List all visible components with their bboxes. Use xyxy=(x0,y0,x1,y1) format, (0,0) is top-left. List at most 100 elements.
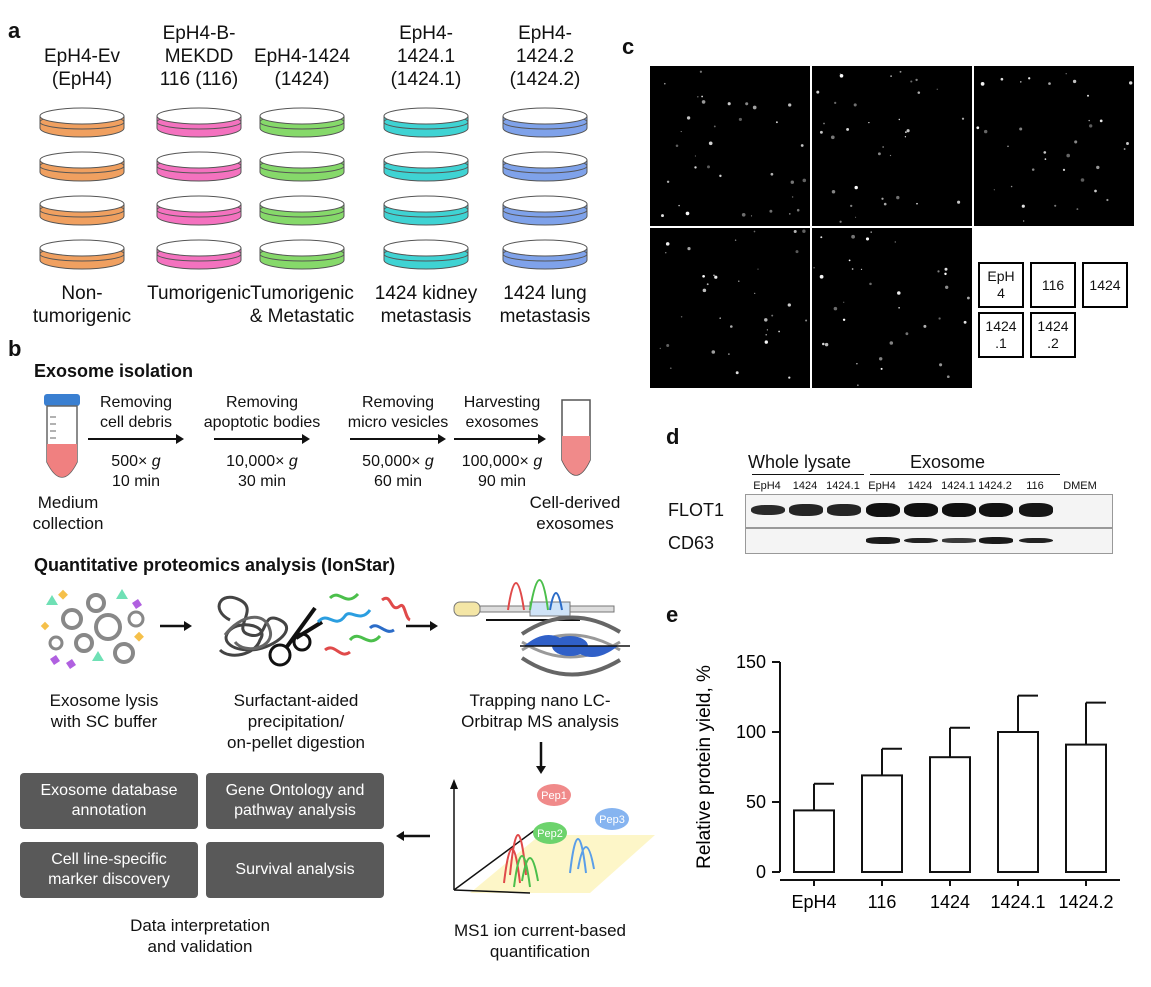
culture-dish-icon xyxy=(39,107,125,138)
culture-dish-icon xyxy=(259,195,345,226)
culture-dish-icon xyxy=(502,195,588,226)
flot1-label: FLOT1 xyxy=(668,500,725,520)
tumor-phenotype-label: Non-tumorigenic xyxy=(32,283,132,327)
lane-label: 1424.1 xyxy=(826,480,860,492)
culture-dish-icon xyxy=(39,151,125,182)
x-tick-label: 1424.2 xyxy=(1058,892,1113,912)
bar-1424 xyxy=(929,756,971,873)
culture-dish-icon xyxy=(259,239,345,270)
culture-dish-icon xyxy=(383,239,469,270)
blot-band xyxy=(1019,537,1053,544)
exosome-tube-icon xyxy=(561,399,591,476)
y-tick-label: 100 xyxy=(736,722,766,742)
arrow-right-icon xyxy=(454,434,546,444)
arrow-right-icon xyxy=(350,434,446,444)
blot-band xyxy=(904,503,938,517)
blot-band xyxy=(789,504,823,516)
lane-label: 1424 xyxy=(792,480,818,492)
micrograph-1424-2 xyxy=(812,228,972,388)
bar-1424.1 xyxy=(997,731,1039,873)
culture-dish-icon xyxy=(502,239,588,270)
exosome-label: Exosome xyxy=(910,452,986,472)
y-tick-label: 0 xyxy=(756,862,766,882)
culture-dish-icon xyxy=(39,195,125,226)
x-tick-label: 1424 xyxy=(930,892,970,912)
arrow-right-icon xyxy=(88,434,184,444)
survival-analysis-box: Survival analysis xyxy=(206,842,384,898)
tumor-phenotype-label: Tumorigenic& Metastatic xyxy=(249,283,355,327)
culture-dish-icon xyxy=(383,151,469,182)
arrow-down-icon xyxy=(536,742,546,774)
exosome-lysis-icon xyxy=(40,589,145,669)
culture-dish-icon xyxy=(156,107,242,138)
arrow-left-icon xyxy=(396,831,430,841)
micrograph-eph4 xyxy=(650,66,810,226)
medium-tube-icon xyxy=(44,394,80,478)
y-tick-label: 50 xyxy=(746,792,766,812)
lane-label: 116 xyxy=(1026,480,1044,492)
culture-dish-icon xyxy=(383,107,469,138)
pep2-label: Pep2 xyxy=(537,828,563,840)
cell-line-title: EpH4-Ev(EpH4) xyxy=(43,46,121,90)
blot-band xyxy=(751,504,785,516)
whole-lysate-bar xyxy=(752,474,864,475)
culture-dish-icon xyxy=(383,195,469,226)
blot-band xyxy=(904,537,938,544)
culture-dish-icon xyxy=(502,107,588,138)
culture-dish-icon xyxy=(156,195,242,226)
arrow-right-icon xyxy=(406,621,438,631)
pep3-label: Pep3 xyxy=(599,814,625,826)
blot-band xyxy=(942,503,976,517)
blot-band xyxy=(866,503,900,517)
micrograph-116 xyxy=(812,66,972,226)
micrograph-1424 xyxy=(974,66,1134,226)
x-tick-label: EpH4 xyxy=(791,892,836,912)
lc-ms-icon xyxy=(453,579,630,677)
lane-label: 1424 xyxy=(907,480,933,492)
whole-lysate-label: Whole lysate xyxy=(748,452,852,472)
key-116: 116 xyxy=(1030,262,1076,308)
exosome-isolation-title: Exosome isolation xyxy=(34,361,194,381)
culture-dish-icon xyxy=(259,107,345,138)
panel-a-label: a xyxy=(8,18,21,43)
panel-e-label: e xyxy=(666,602,679,627)
key-1424-2: 1424.2 xyxy=(1030,312,1076,358)
cd63-blot xyxy=(745,528,1113,554)
y-axis-label: Relative protein yield, % xyxy=(694,665,715,869)
bar-EpH4 xyxy=(793,809,835,873)
culture-dish-icon xyxy=(502,151,588,182)
proteomics-title: Quantitative proteomics analysis (IonSta… xyxy=(34,555,396,575)
blot-band xyxy=(866,537,900,544)
digestion-icon xyxy=(217,592,411,667)
culture-dish-icon xyxy=(259,151,345,182)
lcms-label: Trapping nano LC-Orbitrap MS analysis xyxy=(461,691,619,731)
culture-dish-icon xyxy=(156,151,242,182)
quantification-icon: Pep1 Pep2 Pep3 xyxy=(450,779,655,894)
lane-label: EpH4 xyxy=(753,480,781,492)
culture-dish-icon xyxy=(156,239,242,270)
tumor-phenotype-label: Tumorigenic xyxy=(147,283,251,304)
cell-line-title: EpH4-1424(1424) xyxy=(253,46,351,90)
cell-line-title: EpH4-1424.2(1424.2) xyxy=(509,23,581,90)
exosome-bar xyxy=(870,474,1060,475)
lane-label: 1424.1 xyxy=(941,480,975,492)
lane-label: EpH4 xyxy=(868,480,896,492)
